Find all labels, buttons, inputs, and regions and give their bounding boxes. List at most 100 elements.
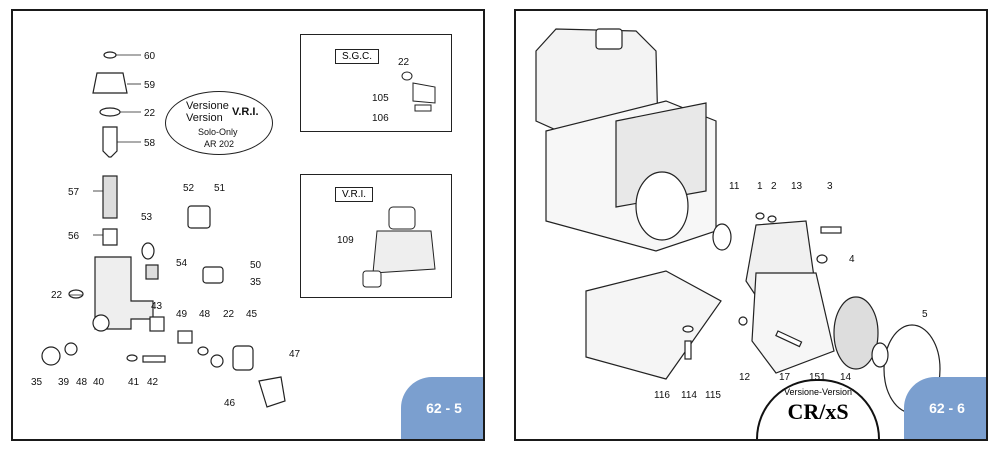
vri-inset-box: V.R.I. 109 [300, 174, 452, 298]
part-35-nut [41, 346, 61, 366]
engine-cap [595, 28, 623, 50]
part-22-ring-b [68, 289, 84, 299]
label-40: 40 [93, 377, 105, 388]
label-22-b: 22 [51, 290, 63, 301]
vri-diagram: 109 [337, 206, 436, 288]
label-4: 4 [849, 254, 855, 265]
label-59: 59 [144, 80, 156, 91]
part-53-oring [141, 242, 155, 260]
label-114: 114 [681, 390, 697, 401]
part-56-seat [102, 228, 118, 246]
part-2-washer [767, 215, 777, 223]
left-page-panel: 60 59 22 58 57 56 52 51 53 54 50 35 22 4… [11, 9, 485, 441]
label-53: 53 [141, 212, 153, 223]
part-114-screw [684, 340, 692, 360]
label-41: 41 [128, 377, 140, 388]
part-48-ring [197, 346, 209, 356]
label-35-b: 35 [31, 377, 43, 388]
label-35: 35 [250, 277, 262, 288]
part-116-bracket [585, 270, 722, 380]
sgc-title: S.G.C. [335, 49, 380, 64]
label-57: 57 [68, 187, 80, 198]
part-3-screw [820, 226, 842, 234]
part-1-washer [755, 212, 765, 220]
part-43-pin [149, 316, 165, 332]
part-59-nut [92, 72, 128, 94]
label-17: 17 [779, 372, 791, 383]
part-115-washer [682, 325, 694, 333]
label-45: 45 [246, 309, 258, 320]
part-57-spring [102, 175, 118, 219]
left-exploded-diagram: 60 59 22 58 57 56 52 51 53 54 50 35 22 4… [31, 51, 301, 409]
version-stamp: Versione-Version CR/xS [756, 379, 880, 439]
label-54: 54 [176, 258, 188, 269]
part-52-cap [187, 205, 211, 229]
label-48: 48 [199, 309, 211, 320]
oval-ref: AR 202 [204, 139, 235, 149]
part-58-piston [102, 126, 118, 158]
label-2: 2 [771, 181, 777, 192]
sgc-diagram: 22 105 106 [372, 57, 436, 124]
label-43: 43 [151, 301, 163, 312]
part-22-ring [99, 107, 121, 117]
vri-version-oval: Versione Version V.R.I. Solo-Only AR 202 [165, 91, 273, 155]
label-5: 5 [922, 309, 928, 320]
label-46: 46 [224, 398, 236, 409]
label-58: 58 [144, 138, 156, 149]
sgc-label-106: 106 [372, 113, 389, 124]
label-52: 52 [183, 183, 195, 194]
part-46-handle [258, 376, 286, 408]
part-14-gear [833, 296, 879, 370]
label-22: 22 [144, 108, 156, 119]
part-22-ring-c [210, 354, 224, 368]
right-page-panel: 11 1 2 13 3 4 5 12 17 151 14 116 114 115… [514, 9, 988, 441]
label-22-c: 22 [223, 309, 235, 320]
oval-versione: Versione [186, 100, 229, 112]
label-13: 13 [791, 181, 803, 192]
part-4-nut [816, 254, 828, 264]
label-51: 51 [214, 183, 226, 194]
part-42-screw [142, 355, 166, 363]
engine-cylinder-fins [615, 102, 707, 208]
leader-lines [69, 54, 141, 296]
sgc-label-105: 105 [372, 93, 389, 104]
part-41-washer [126, 354, 138, 362]
label-39: 39 [58, 377, 70, 388]
label-11: 11 [729, 181, 740, 192]
part-54-spring [145, 264, 159, 280]
stamp-versione: Versione-Version [783, 387, 853, 397]
part-50-fitting [202, 266, 224, 284]
stamp-model: CR/xS [787, 399, 849, 424]
sgc-inset-box: S.G.C. 22 105 106 [300, 34, 452, 132]
label-56: 56 [68, 231, 80, 242]
oval-code: V.R.I. [232, 106, 259, 118]
sgc-label-22: 22 [398, 57, 410, 68]
part-39-ring [64, 342, 78, 356]
right-exploded-diagram: 11 1 2 13 3 4 5 12 17 151 14 116 114 115 [535, 28, 941, 414]
label-47: 47 [289, 349, 301, 360]
label-12: 12 [739, 372, 751, 383]
label-151: 151 [809, 372, 826, 383]
part-45-body [232, 345, 254, 371]
right-part-labels: 11 1 2 13 3 4 5 12 17 151 14 116 114 115 [654, 181, 928, 401]
label-115: 115 [705, 390, 721, 401]
oval-version: Version [186, 112, 223, 124]
part-49-pin [177, 330, 193, 344]
part-11-seal [712, 223, 732, 251]
label-60: 60 [144, 51, 156, 62]
label-1: 1 [757, 181, 763, 192]
part-17-pin [775, 330, 803, 348]
label-50: 50 [250, 260, 262, 271]
label-116: 116 [654, 390, 670, 401]
part-bearing [871, 342, 889, 368]
part-40-fitting [92, 314, 110, 332]
vri-title: V.R.I. [335, 187, 374, 202]
label-42: 42 [147, 377, 159, 388]
label-49: 49 [176, 309, 188, 320]
part-number-labels: 60 59 22 58 57 56 52 51 53 54 50 35 22 4… [31, 51, 301, 409]
part-60-oring [103, 51, 117, 59]
oval-solo: Solo-Only [198, 127, 238, 137]
engine-shaft-housing [635, 171, 689, 241]
label-14: 14 [840, 372, 852, 383]
part-12-nut [738, 316, 748, 326]
